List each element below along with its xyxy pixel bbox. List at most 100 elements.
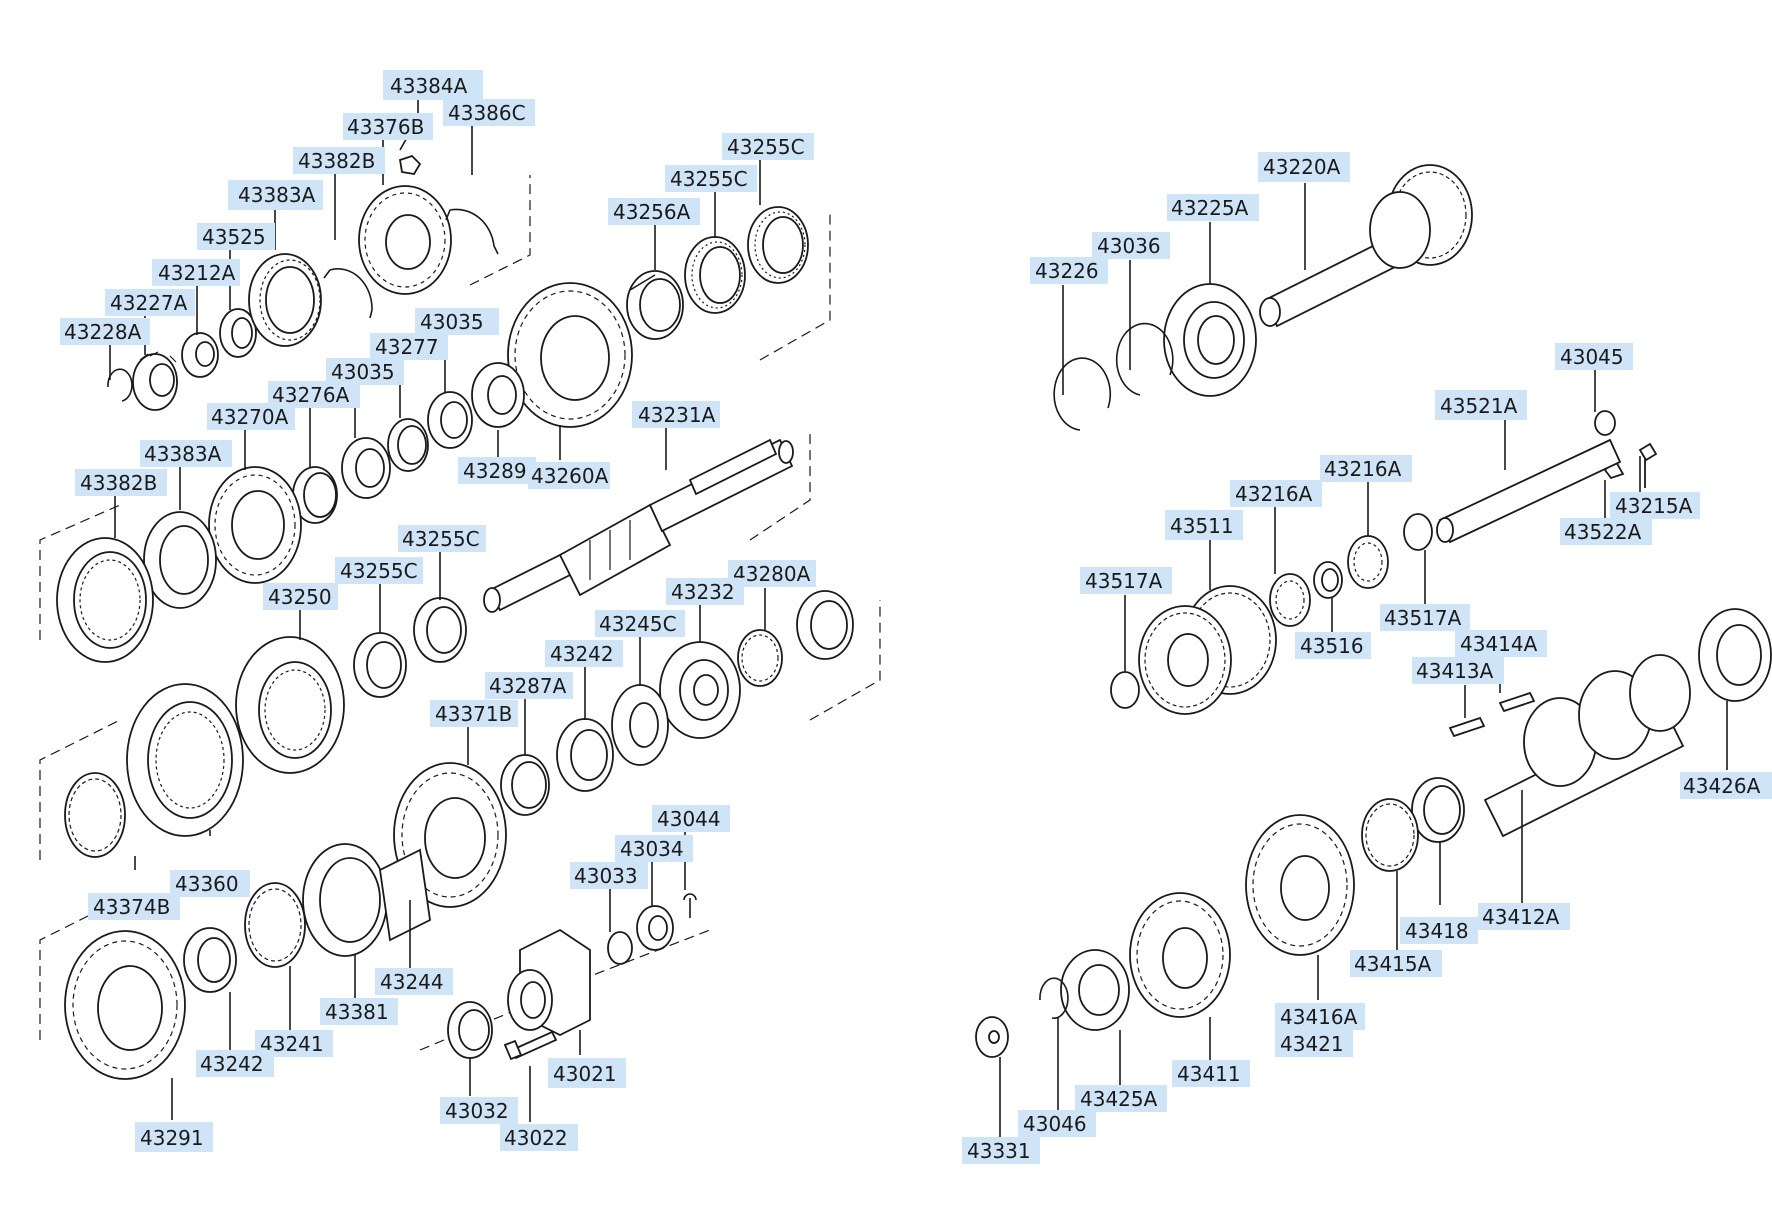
part-label: 43022: [500, 1124, 578, 1151]
svg-text:43034: 43034: [620, 837, 684, 861]
svg-text:43035: 43035: [331, 360, 395, 384]
bearing-43255c-c: [353, 632, 407, 698]
sync-ring-43383a-b: [143, 511, 217, 609]
svg-text:43225A: 43225A: [1171, 196, 1249, 220]
svg-text:43277: 43277: [375, 335, 439, 359]
svg-text:43522A: 43522A: [1564, 520, 1642, 544]
part-label: 43212A: [152, 259, 240, 286]
pin-43044: [683, 893, 697, 918]
gear-43374b: [64, 772, 126, 858]
washer-43517a-b: [1110, 671, 1140, 709]
svg-text:43255C: 43255C: [340, 559, 418, 583]
svg-text:43383A: 43383A: [144, 442, 222, 466]
svg-text:43415A: 43415A: [1354, 952, 1432, 976]
svg-text:43216A: 43216A: [1324, 457, 1402, 481]
svg-text:43381: 43381: [325, 1000, 389, 1024]
part-label: 43255C: [722, 133, 814, 160]
svg-text:43425A: 43425A: [1080, 1087, 1158, 1111]
part-label: 43216A: [1230, 480, 1322, 507]
part-label: 43383A: [140, 440, 232, 467]
part-labels: 43384A 43376B 43386C 43382B 43383A 43525…: [60, 70, 1772, 1164]
part-label: 43256A: [608, 198, 700, 225]
gear-43411: [1129, 892, 1231, 1018]
gear-43241: [244, 882, 306, 968]
svg-text:43521A: 43521A: [1440, 394, 1518, 418]
circlip-43228a: [107, 368, 133, 402]
gear-43270a: [208, 466, 302, 584]
part-label: 43046: [1018, 1110, 1096, 1137]
sync-ring-43383a: [248, 253, 322, 347]
part-label: 43522A: [1560, 518, 1652, 545]
svg-text:43022: 43022: [504, 1126, 568, 1150]
svg-text:43376B: 43376B: [347, 115, 424, 139]
part-label: 43250: [263, 583, 338, 610]
svg-text:43044: 43044: [657, 807, 721, 831]
seal-43032: [447, 1001, 493, 1059]
part-label: 43516: [1295, 632, 1371, 659]
part-label: 43383A: [228, 180, 323, 210]
bearing-right-end: [796, 590, 854, 660]
svg-text:43244: 43244: [380, 970, 444, 994]
svg-text:43516: 43516: [1300, 634, 1364, 658]
part-label: 43255C: [335, 557, 423, 584]
bolt-43215a: [1638, 442, 1658, 488]
part-label: 43412A: [1478, 903, 1570, 930]
svg-text:43360: 43360: [175, 872, 239, 896]
part-label: 43421: [1275, 1030, 1353, 1057]
part-label: 43416A: [1275, 1003, 1365, 1030]
spacer-43516: [1313, 561, 1343, 599]
part-label: 43517A: [1380, 604, 1470, 631]
part-label: 43242: [196, 1050, 274, 1077]
svg-text:43036: 43036: [1097, 234, 1161, 258]
svg-text:43242: 43242: [200, 1052, 264, 1076]
ring-43289: [471, 362, 525, 428]
gear-43511: [1138, 585, 1277, 715]
bearing-43216a-a: [1347, 535, 1389, 589]
washer-43277: [387, 418, 429, 472]
svg-text:43287A: 43287A: [489, 674, 567, 698]
svg-text:43414A: 43414A: [1460, 632, 1538, 656]
svg-text:43383A: 43383A: [238, 183, 316, 207]
bearing-43216a-b: [1269, 573, 1311, 627]
part-label: 43255C: [398, 525, 486, 552]
svg-text:43228A: 43228A: [64, 320, 142, 344]
key-43413a: [1448, 716, 1486, 738]
svg-text:43046: 43046: [1023, 1112, 1087, 1136]
svg-text:43411: 43411: [1177, 1062, 1241, 1086]
part-label: 43021: [548, 1058, 626, 1088]
svg-text:43033: 43033: [574, 864, 638, 888]
oring-43045: [1594, 410, 1616, 436]
flange-43021: [507, 928, 591, 1037]
part-label: 43033: [570, 862, 648, 889]
svg-text:43386C: 43386C: [448, 101, 526, 125]
washer-43331: [975, 1016, 1009, 1058]
snap-ring-43036: [1115, 322, 1174, 396]
bearing-43232: [659, 641, 741, 739]
part-label: 43425A: [1075, 1085, 1167, 1112]
svg-text:43525: 43525: [202, 225, 266, 249]
svg-text:43511: 43511: [1170, 514, 1234, 538]
svg-text:43421: 43421: [1280, 1032, 1344, 1056]
sleeve-43360: [126, 683, 244, 837]
svg-text:43384A: 43384A: [390, 74, 468, 98]
main-shaft-43231a: [483, 438, 794, 613]
part-label: 43289: [458, 457, 536, 484]
part-label: 43242: [545, 640, 623, 667]
part-label: 43374B: [88, 893, 180, 920]
washer-43517a-a: [1403, 513, 1433, 551]
part-label: 43244: [375, 968, 453, 995]
part-label: 43511: [1165, 510, 1243, 540]
svg-text:43256A: 43256A: [613, 200, 691, 224]
spring-43382b: [323, 268, 373, 319]
sleeve-43381: [302, 843, 431, 957]
part-label: 43032: [440, 1097, 518, 1124]
part-label: 43225A: [1167, 194, 1259, 221]
svg-text:43260A: 43260A: [531, 464, 609, 488]
part-label: 43270A: [207, 403, 295, 430]
part-label: 43220A: [1258, 152, 1350, 182]
right-assembly-drawing: [975, 164, 1772, 1058]
svg-text:43255C: 43255C: [670, 167, 748, 191]
part-label: 43525: [197, 223, 275, 250]
svg-text:43215A: 43215A: [1615, 494, 1693, 518]
